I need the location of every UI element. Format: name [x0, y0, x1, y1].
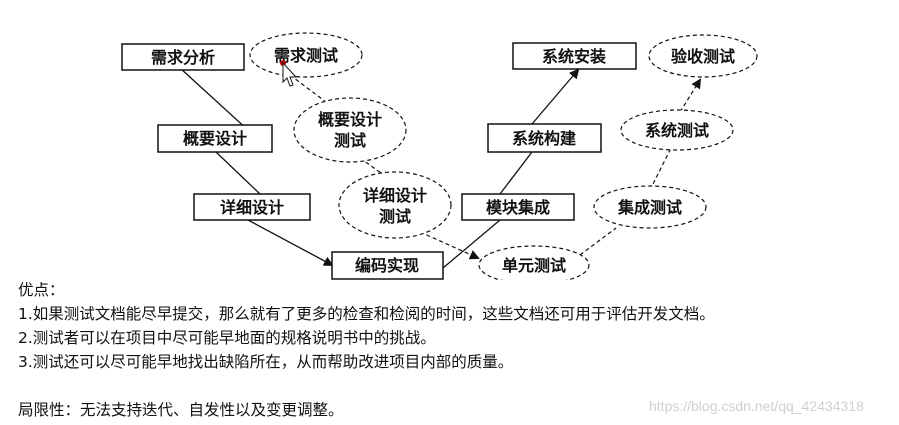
ellipse-label: 测试 — [379, 207, 411, 226]
box-system-install: 系统安装 — [512, 42, 637, 70]
box-label: 概要设计 — [183, 129, 247, 148]
ellipse-label: 集成测试 — [617, 198, 682, 217]
test-flow-line — [419, 231, 480, 260]
box-label: 系统构建 — [512, 129, 576, 148]
ellipse-system-test: 系统测试 — [620, 109, 734, 151]
ellipse-label: 详细设计 — [363, 186, 427, 205]
limitation-text: 局限性：无法支持迭代、自发性以及变更调整。 — [18, 401, 344, 419]
box-label: 编码实现 — [355, 256, 419, 275]
spacer — [18, 374, 893, 398]
box-outline-design: 概要设计 — [157, 124, 273, 153]
test-flow-line — [679, 78, 702, 113]
test-flow-line — [649, 149, 671, 191]
ellipse-label: 需求测试 — [274, 46, 338, 65]
ellipse-label: 验收测试 — [671, 47, 735, 66]
advantages-title: 优点： — [18, 281, 65, 299]
advantage-item: 3.测试还可以尽可能早地找出缺陷所在，从而帮助改进项目内部的质量。 — [18, 353, 514, 371]
mouse-cursor-icon — [280, 60, 298, 87]
notes-section: 优点： 1.如果测试文档能尽早提交，那么就有了更多的检查和检阅的时间，这些文档还… — [18, 278, 893, 422]
flow-line — [215, 151, 261, 195]
ellipse-req-test: 需求测试 — [249, 32, 363, 78]
box-detail-design: 详细设计 — [193, 193, 311, 221]
flow-line — [531, 68, 580, 125]
advantage-item: 2.测试者可以在项目中尽可能早地面的规格说明书中的挑战。 — [18, 329, 436, 347]
ellipse-unit-test: 单元测试 — [478, 245, 590, 280]
box-label: 系统安装 — [542, 47, 606, 66]
ellipse-label: 单元测试 — [502, 256, 566, 275]
box-req-analysis: 需求分析 — [121, 43, 245, 71]
development-flow-lines — [179, 67, 580, 269]
ellipse-outline-test: 概要设计 测试 — [293, 97, 407, 163]
box-label: 需求分析 — [151, 48, 215, 67]
ellipse-acceptance-test: 验收测试 — [648, 34, 758, 78]
test-flow-line — [579, 227, 617, 256]
ellipse-label: 概要设计 — [318, 110, 382, 129]
ellipse-label: 测试 — [334, 131, 366, 150]
box-module-integration: 模块集成 — [461, 193, 575, 221]
box-label: 模块集成 — [486, 198, 550, 217]
box-system-build: 系统构建 — [487, 123, 602, 153]
v-model-diagram: 需求分析 概要设计 详细设计 编码实现 模块集成 系统构建 系统安装 需求测试 … — [121, 32, 758, 280]
ellipse-detail-test: 详细设计 测试 — [338, 171, 452, 239]
flow-line — [442, 219, 501, 269]
advantage-item: 1.如果测试文档能尽早提交，那么就有了更多的检查和检阅的时间，这些文档还可用于评… — [18, 305, 715, 323]
watermark-text: https://blog.csdn.net/qq_42434318 — [649, 398, 864, 414]
flow-line — [499, 151, 533, 195]
flow-line — [247, 219, 334, 266]
ellipse-label: 系统测试 — [645, 121, 709, 140]
test-flow-line — [289, 74, 331, 106]
box-label: 详细设计 — [220, 198, 284, 217]
box-coding: 编码实现 — [331, 251, 444, 280]
ellipse-integration-test: 集成测试 — [593, 185, 707, 229]
